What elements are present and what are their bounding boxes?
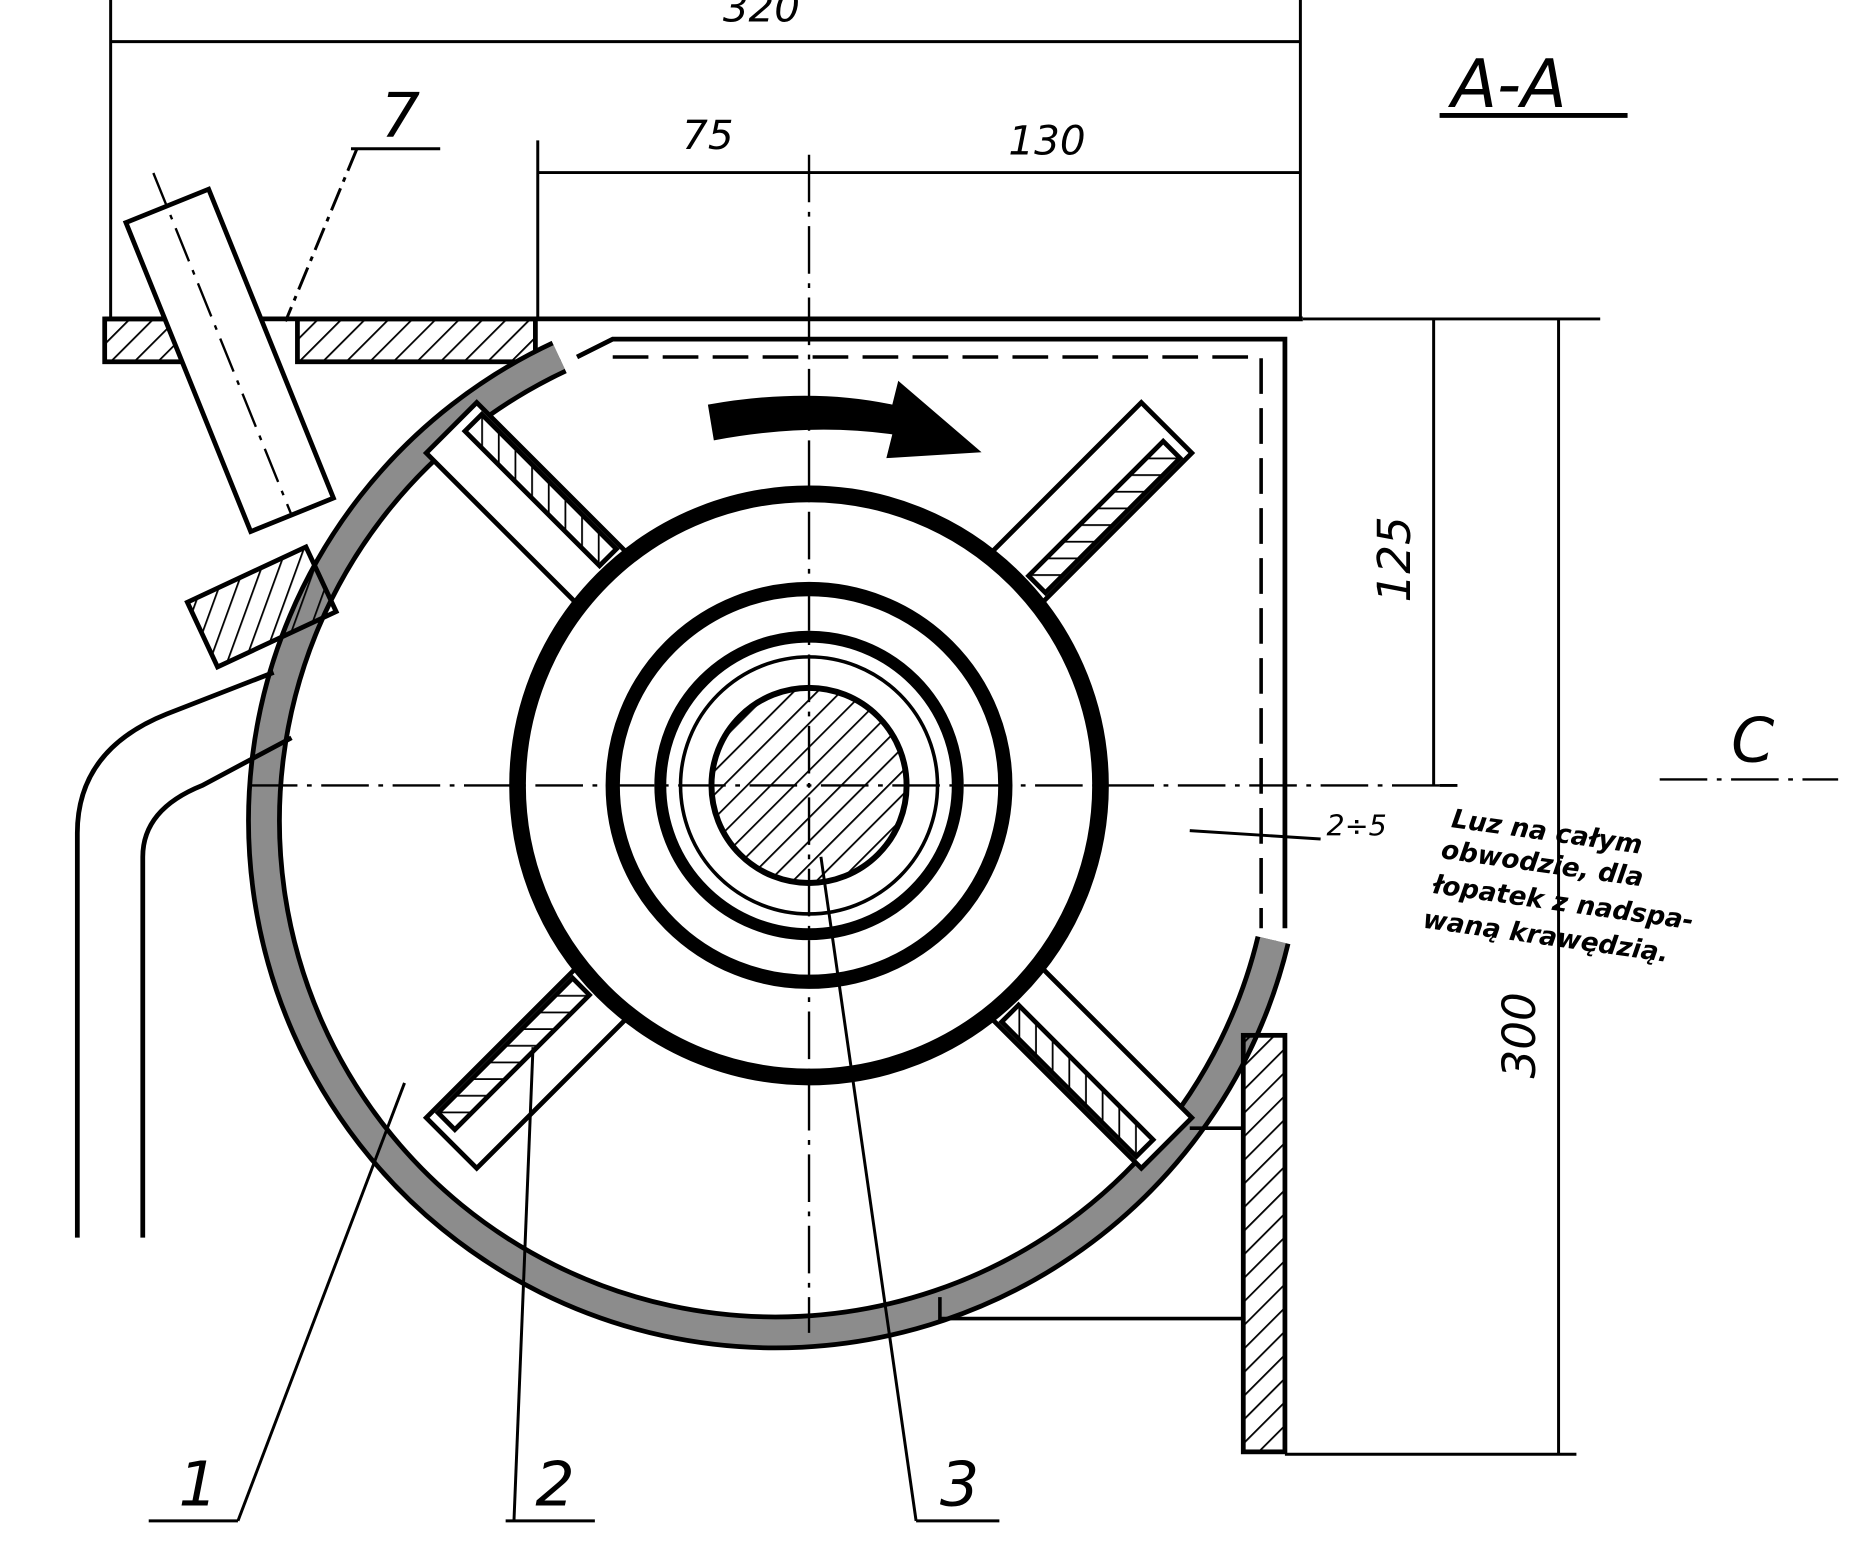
dim-right-offset: 130	[1008, 117, 1085, 165]
dim-gap: 2÷5	[1327, 808, 1387, 842]
dim-total-height: 300	[1493, 992, 1546, 1078]
dim-left-offset: 75	[682, 111, 733, 159]
section-label: A-A	[1447, 45, 1566, 123]
clearance-note: Luz na całym obwodzie, dla łopatek z nad…	[1421, 804, 1695, 969]
feed-pipe	[122, 172, 337, 535]
rotor-blades	[422, 399, 1196, 1172]
dim-overall-width: 320	[723, 0, 800, 31]
dim-upper-height: 125	[1368, 516, 1421, 602]
centre-lines	[249, 154, 1839, 1333]
outlet-pipe	[74, 670, 293, 1238]
part-label-2: 2	[535, 1448, 574, 1520]
side-plate	[1240, 1032, 1288, 1455]
side-label: C	[1731, 705, 1774, 777]
dimension-lines	[109, 0, 1628, 1523]
part-label-3: 3	[940, 1448, 979, 1520]
part-label-1: 1	[178, 1448, 217, 1520]
part-label-7: 7	[381, 80, 420, 152]
rotation-arrow-icon	[707, 380, 982, 459]
